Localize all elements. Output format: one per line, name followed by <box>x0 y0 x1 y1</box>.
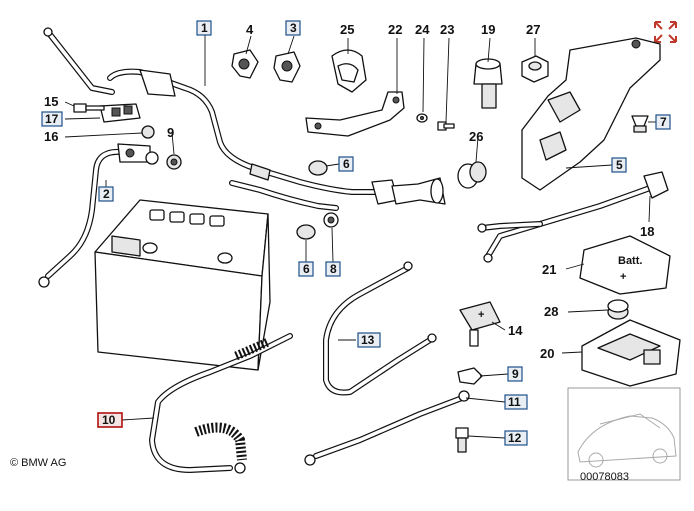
callout-box-6-mid[interactable] <box>298 261 314 277</box>
callout-10[interactable]: 10 <box>102 413 116 427</box>
clip-part-4 <box>231 49 259 79</box>
cable-part-10 <box>149 333 293 474</box>
callout-box-2[interactable] <box>98 186 114 202</box>
callout-22[interactable]: 22 <box>388 22 402 37</box>
callout-box-3[interactable] <box>285 20 301 36</box>
callout-3[interactable]: 3 <box>290 21 297 35</box>
callout-25[interactable]: 25 <box>340 22 354 37</box>
svg-text:+: + <box>478 309 484 321</box>
callout-8[interactable]: 8 <box>330 262 337 276</box>
bolt-part-12 <box>455 427 469 453</box>
callout-6-mid[interactable]: 6 <box>303 262 310 276</box>
callout-26[interactable]: 26 <box>469 129 483 144</box>
callout-1[interactable]: 1 <box>201 21 208 35</box>
cable-part-18 <box>477 171 669 263</box>
callout-box-11[interactable] <box>504 394 528 410</box>
screw-part-23 <box>437 121 455 131</box>
cable-part-11 <box>304 390 470 466</box>
callout-15[interactable]: 15 <box>44 94 58 109</box>
callout-13[interactable]: 13 <box>361 333 375 347</box>
callout-6-top[interactable]: 6 <box>343 157 350 171</box>
callout-27[interactable]: 27 <box>526 22 540 37</box>
battery <box>94 199 271 371</box>
callout-17[interactable]: 17 <box>45 112 59 126</box>
bracket-part-22 <box>305 91 405 137</box>
cable-harness-part-1 <box>43 27 446 211</box>
nut-part-6-top <box>308 160 328 176</box>
callout-23[interactable]: 23 <box>440 22 454 37</box>
callout-2[interactable]: 2 <box>103 187 110 201</box>
callout-7[interactable]: 7 <box>660 115 667 129</box>
callout-box-13[interactable] <box>357 332 381 348</box>
plug-part-28 <box>607 299 629 320</box>
catalog-number: 00078083 <box>580 471 629 483</box>
copyright: © BMW AG <box>10 457 66 469</box>
nut-part-16 <box>141 125 155 139</box>
bolt-part-19 <box>473 58 503 109</box>
clip-part-7 <box>631 115 649 133</box>
nut-part-9-bottom <box>457 367 483 385</box>
terminal-cover-part-20 <box>581 319 681 387</box>
expand-arrows-icon[interactable] <box>654 21 677 43</box>
callout-14[interactable]: 14 <box>508 323 523 338</box>
callout-box-8[interactable] <box>325 261 341 277</box>
vehicle-thumbnail[interactable] <box>567 387 681 481</box>
callout-16[interactable]: 16 <box>44 129 58 144</box>
callout-28[interactable]: 28 <box>544 304 558 319</box>
battery-cover-text: Batt. <box>618 255 642 267</box>
callout-9-top[interactable]: 9 <box>167 125 174 140</box>
clip-part-8 <box>323 212 339 228</box>
grommet-part-26 <box>457 161 487 189</box>
callout-20[interactable]: 20 <box>540 346 554 361</box>
nut-part-6-mid <box>296 224 316 240</box>
washer-part-24 <box>416 113 428 123</box>
callout-4[interactable]: 4 <box>246 22 254 37</box>
callout-21[interactable]: 21 <box>542 262 556 277</box>
callout-box-7[interactable] <box>655 114 671 130</box>
clip-part-3 <box>273 51 301 83</box>
clip-part-25 <box>331 49 367 93</box>
leader-lines <box>64 33 656 439</box>
callout-box-17[interactable] <box>41 111 63 127</box>
callout-box-6-top[interactable] <box>338 156 354 172</box>
nut-part-9-top <box>166 154 182 170</box>
callout-11[interactable]: 11 <box>508 395 521 409</box>
battery-cover-part-21: Batt. + <box>579 235 671 295</box>
callout-box-5[interactable] <box>611 157 627 173</box>
callout-12[interactable]: 12 <box>508 431 522 445</box>
nut-part-27 <box>521 55 549 83</box>
callout-18[interactable]: 18 <box>640 224 654 239</box>
bracket-part-5 <box>521 37 661 191</box>
callout-24[interactable]: 24 <box>415 22 430 37</box>
callout-box-12[interactable] <box>504 430 528 446</box>
callouts: 1 4 3 25 22 24 23 19 27 15 17 16 9 2 26 … <box>41 20 671 446</box>
callout-9-bottom[interactable]: 9 <box>512 367 519 381</box>
callout-5[interactable]: 5 <box>616 158 623 172</box>
callout-box-10[interactable] <box>97 412 123 428</box>
terminal-clamp-part-14: + <box>459 301 501 347</box>
callout-19[interactable]: 19 <box>481 22 495 37</box>
bolt-part-15 <box>73 103 105 113</box>
callout-box-1[interactable] <box>196 20 212 36</box>
cable-part-13 <box>323 261 437 396</box>
battery-cover-plus: + <box>620 271 626 283</box>
callout-box-9-bottom[interactable] <box>507 366 523 382</box>
cable-part-2 <box>38 143 159 288</box>
